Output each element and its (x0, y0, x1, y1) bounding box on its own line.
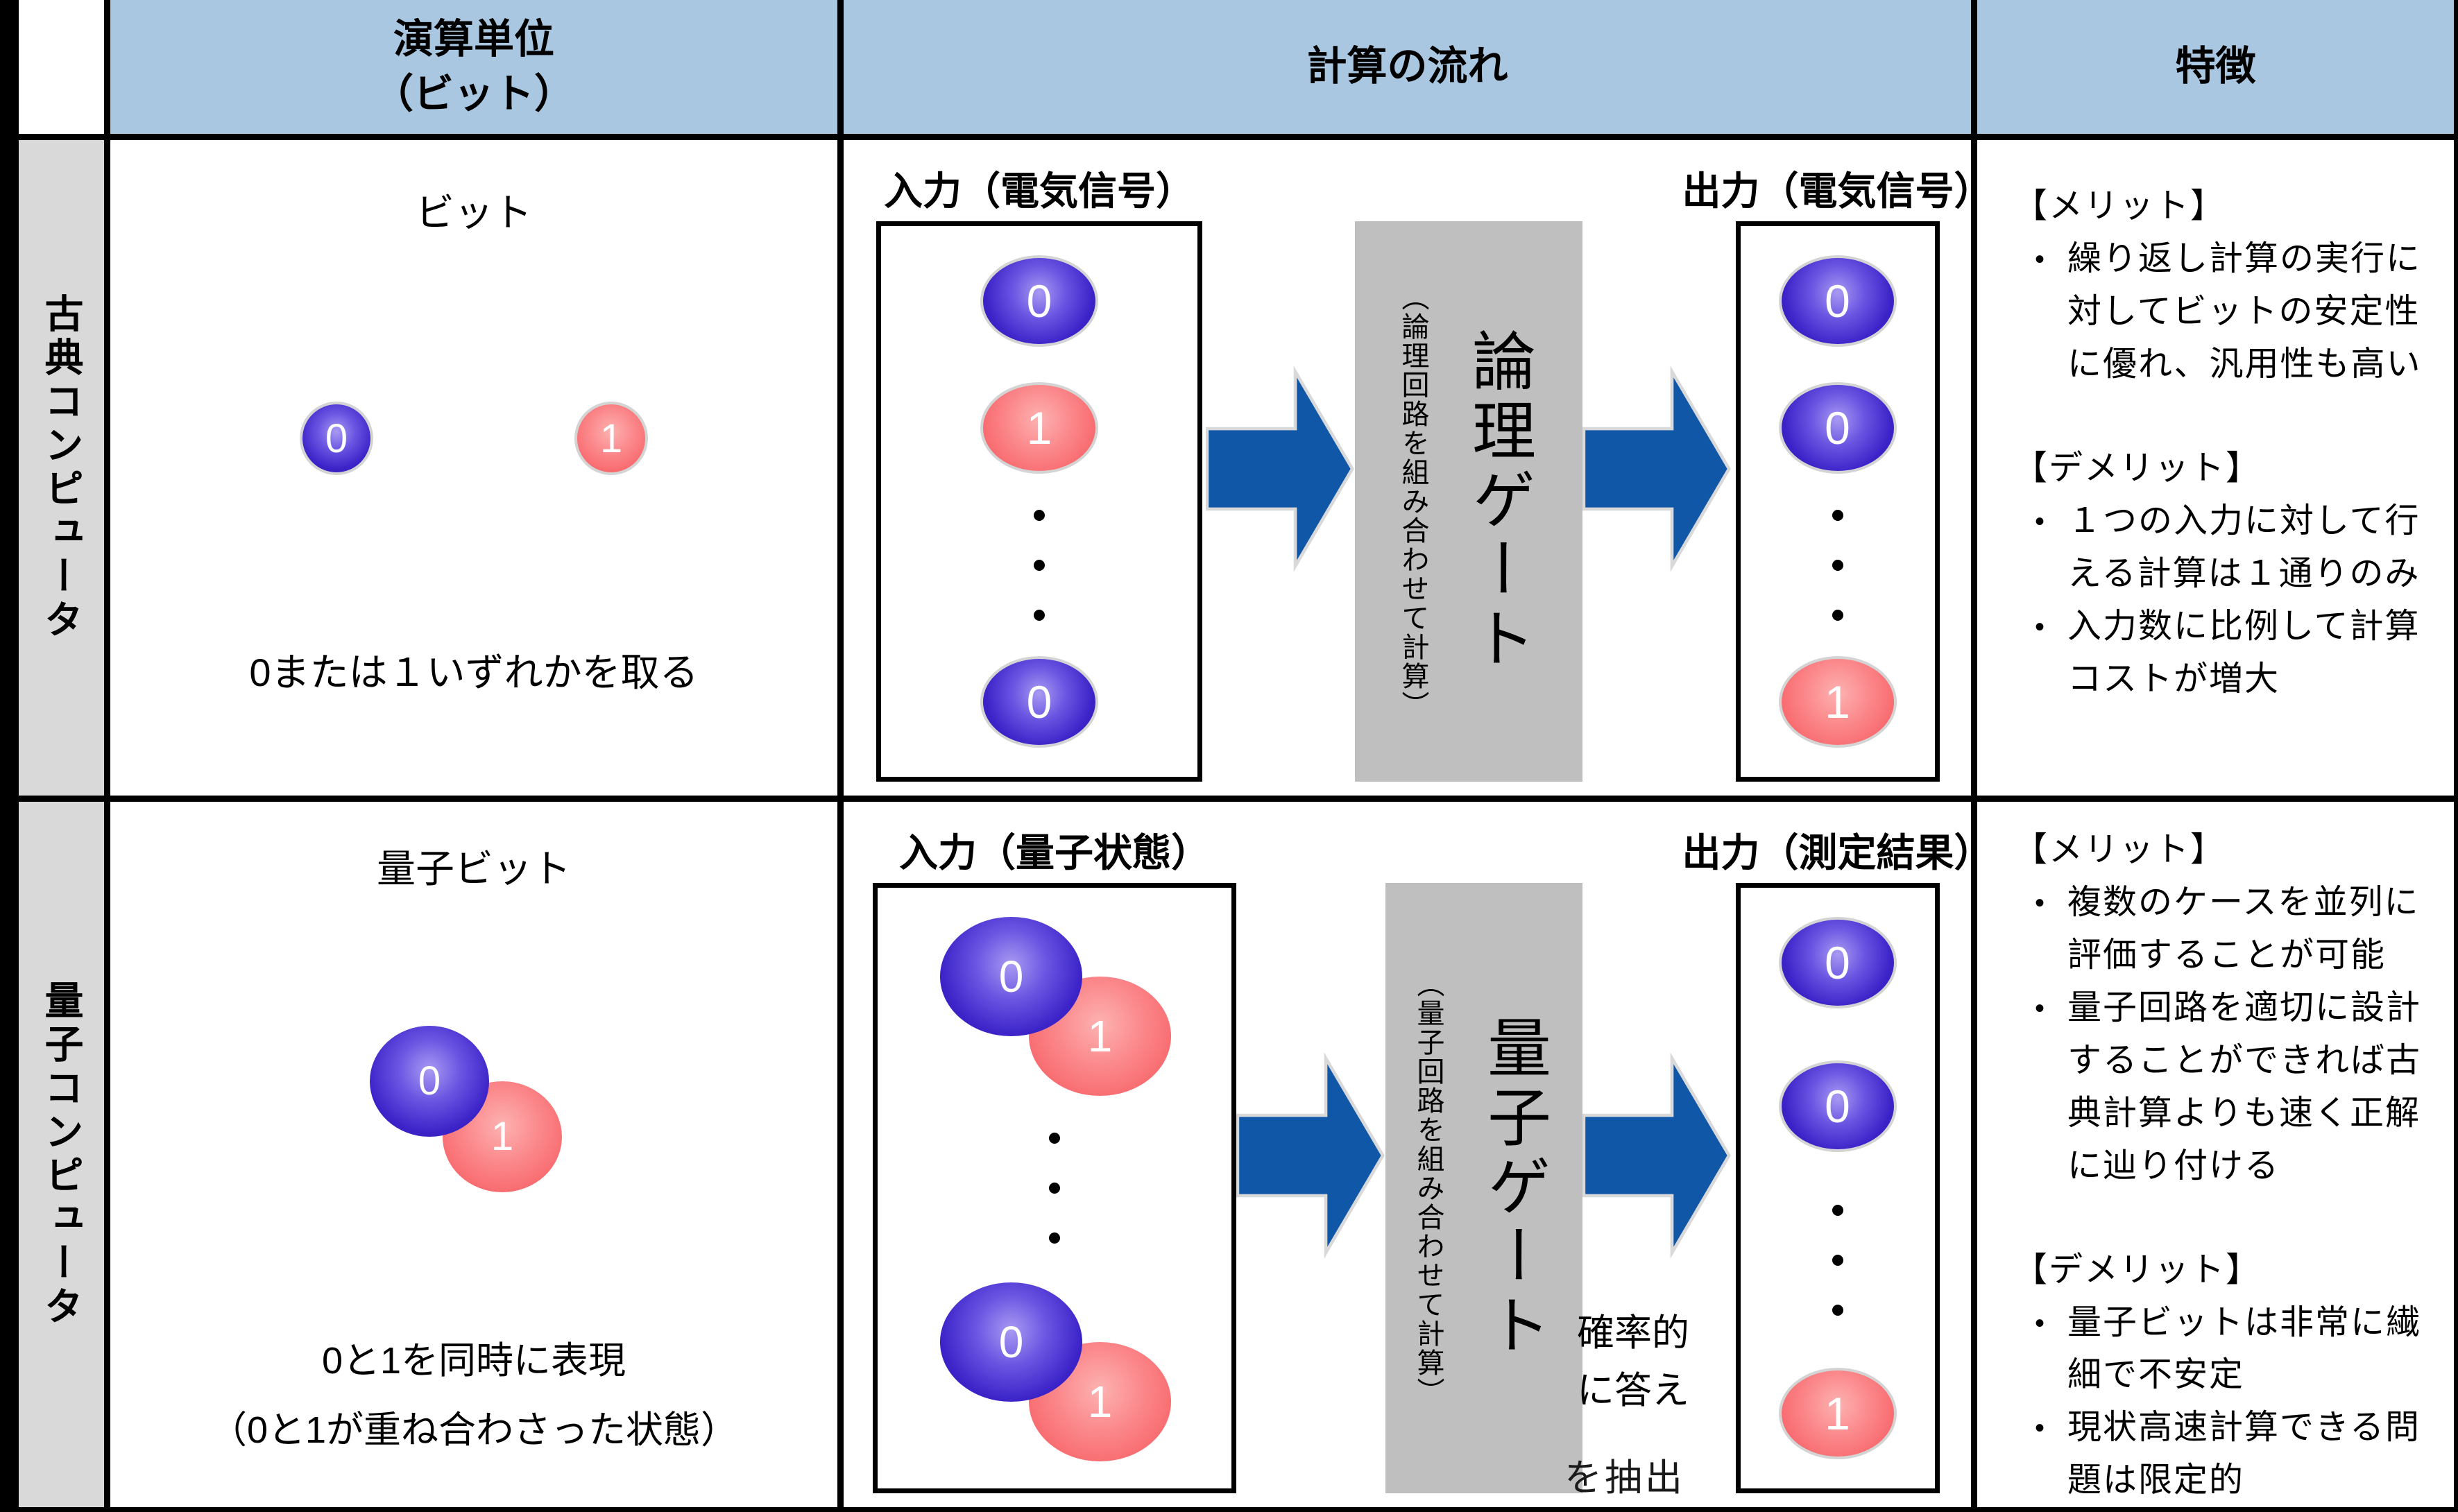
header-flow: 計算の流れ (844, 0, 1971, 134)
header-features: 特徴 (1977, 0, 2454, 134)
classical-arrow-2 (1582, 155, 1732, 782)
classical-gate-title: 論理ゲート (1462, 328, 1534, 675)
classical-output-label: 出力（電気信号） (1682, 169, 1993, 213)
bullet-icon: • (2034, 611, 2046, 642)
demerit-heading: 【デメリット】 (2013, 1251, 2262, 1289)
row-label-quantum: 量子コンピュータ (19, 802, 104, 1508)
arrow-right-icon (1205, 365, 1354, 572)
comparison-table: 演算単位 （ビット） 計算の流れ 特徴 古典コンピュータ ビット 0 1 0また… (19, 0, 2454, 1508)
classical-flow-cell: 入力（電気信号） 0 1 0 論理ゲート （論理回路を組み合わせて計算） (844, 140, 1993, 796)
bit-1-circle: 1 (574, 402, 648, 476)
classical-output-column: 出力（電気信号） 0 0 1 (1682, 155, 1993, 782)
quantum-features-cell: 【メリット】 • 複数のケースを並列に評価することが可能 • 量子回路を適切に設… (1977, 802, 2454, 1508)
classical-unit-caption: 0または１いずれかを取る (249, 650, 699, 694)
header-unit: 演算単位 （ビット） (110, 0, 837, 134)
bullet-icon: • (2034, 243, 2046, 275)
quantum-output-column: 出力（測定結果） 0 0 1 (1682, 817, 1993, 1494)
merit-heading: 【メリット】 (2013, 831, 2226, 868)
corner-cell (19, 0, 104, 134)
header-unit-line1: 演算単位 (393, 17, 554, 62)
classical-gate-caption: （論理回路を組み合わせて計算） (1397, 283, 1428, 720)
header-features-label: 特徴 (2175, 44, 2256, 89)
row-label-quantum-text: 量子コンピュータ (40, 979, 83, 1330)
demerit-heading: 【デメリット】 (2013, 449, 2262, 487)
ellipsis-dots (1832, 509, 1843, 621)
bit-1-circle: 1 (1778, 655, 1897, 748)
bit-0-circle: 0 (940, 917, 1082, 1036)
row-label-classical-text: 古典コンピュータ (40, 293, 83, 643)
probabilistic-answer-note: 確率的 に答え (1577, 1312, 1689, 1412)
quantum-state-pair: 0 1 (940, 917, 1171, 1096)
classical-output-box: 0 0 1 (1735, 221, 1940, 782)
bullet-icon: • (2034, 1413, 2046, 1444)
list-item: • 現状高速計算できる問題は限定的 (2013, 1402, 2426, 1507)
bit-0-circle: 0 (1778, 917, 1897, 1008)
quantum-flow-cell: 入力（量子状態） 0 1 0 1 (844, 802, 1993, 1508)
classical-unit-title: ビット (416, 191, 532, 234)
bit-0-circle: 0 (1778, 255, 1897, 347)
quantum-state-pair: 0 1 (940, 1282, 1171, 1462)
quantum-input-label: 入力（量子状態） (899, 831, 1210, 875)
bit-1-circle: 1 (980, 382, 1098, 474)
quantum-arrow-2: 確率的 に答え (1577, 817, 1732, 1493)
quantum-gate-box: 量子ゲート （量子回路を組み合わせて計算） (1385, 883, 1582, 1494)
quantum-input-box: 0 1 0 1 (873, 883, 1236, 1494)
bit-0-circle: 0 (980, 255, 1098, 347)
quantum-unit-title: 量子ビット (377, 847, 571, 891)
bit-1-circle: 1 (1778, 1368, 1897, 1460)
arrow-right-icon (1582, 365, 1731, 572)
cutoff-note-text: を抽出 (1564, 1457, 1685, 1499)
merit-heading: 【メリット】 (2013, 187, 2226, 225)
row-label-classical: 古典コンピュータ (19, 140, 104, 796)
bullet-icon: • (2034, 993, 2046, 1024)
quantum-output-label: 出力（測定結果） (1682, 831, 1993, 875)
spacer (2013, 1193, 2426, 1244)
bit-0-circle: 0 (980, 655, 1098, 748)
bit-0-circle: 0 (1778, 382, 1897, 474)
arrow-right-icon (1236, 1051, 1385, 1259)
bit-0-circle: 0 (1778, 1060, 1897, 1153)
list-item: • 量子回路を適切に設計することができれば古典計算よりも速く正解に辿り付ける (2013, 982, 2426, 1193)
list-item: • 量子ビットは非常に繊細で不安定 (2013, 1297, 2426, 1402)
spacer (2013, 391, 2426, 443)
quantum-bit-pair: 0 1 (370, 1025, 578, 1196)
list-item: • 繰り返し計算の実行に対してビットの安定性に優れ、汎用性も高い (2013, 233, 2426, 391)
classical-arrow-1 (1205, 155, 1355, 782)
bullet-icon: • (2034, 1307, 2046, 1339)
list-item: • 複数のケースを並列に評価することが可能 (2013, 877, 2426, 982)
quantum-gate-caption: （量子回路を組み合わせて計算） (1413, 970, 1444, 1407)
bullet-icon: • (2034, 887, 2046, 918)
bit-0-circle: 0 (370, 1025, 489, 1137)
bullet-icon: • (2034, 506, 2046, 537)
quantum-unit-cell: 量子ビット 0 1 0と1を同時に表現 （0と1が重ね合わさった状態） (110, 802, 837, 1508)
list-item: • １つの入力に対して行える計算は１通りのみ (2013, 495, 2426, 601)
classical-input-box: 0 1 0 (876, 221, 1202, 782)
ellipsis-dots (1832, 1204, 1843, 1316)
ellipsis-dots (1049, 1133, 1060, 1244)
bit-0-circle: 0 (940, 1282, 1082, 1402)
classical-gate-box: 論理ゲート （論理回路を組み合わせて計算） (1354, 221, 1582, 782)
list-item: • 入力数に比例して計算コストが増大 (2013, 601, 2426, 706)
bit-0-circle: 0 (300, 402, 373, 476)
arrow-right-icon (1582, 1051, 1731, 1259)
header-unit-line2: （ビット） (373, 71, 574, 117)
quantum-unit-caption: 0と1を同時に表現 （0と1が重ね合わさった状態） (209, 1340, 739, 1452)
quantum-output-box: 0 0 1 (1735, 883, 1940, 1494)
ellipsis-dots (1033, 509, 1045, 621)
classical-input-label: 入力（電気信号） (883, 169, 1195, 213)
classical-bit-pair: 0 1 (300, 402, 648, 476)
header-flow-label: 計算の流れ (1306, 44, 1508, 89)
classical-unit-cell: ビット 0 1 0または１いずれかを取る (110, 140, 837, 796)
classical-features-cell: 【メリット】 • 繰り返し計算の実行に対してビットの安定性に優れ、汎用性も高い … (1977, 140, 2454, 796)
quantum-arrow-1 (1236, 817, 1385, 1493)
quantum-gate-title: 量子ゲート (1478, 1015, 1549, 1362)
quantum-input-column: 入力（量子状態） 0 1 0 1 (873, 817, 1236, 1494)
classical-input-column: 入力（電気信号） 0 1 0 (873, 155, 1206, 782)
